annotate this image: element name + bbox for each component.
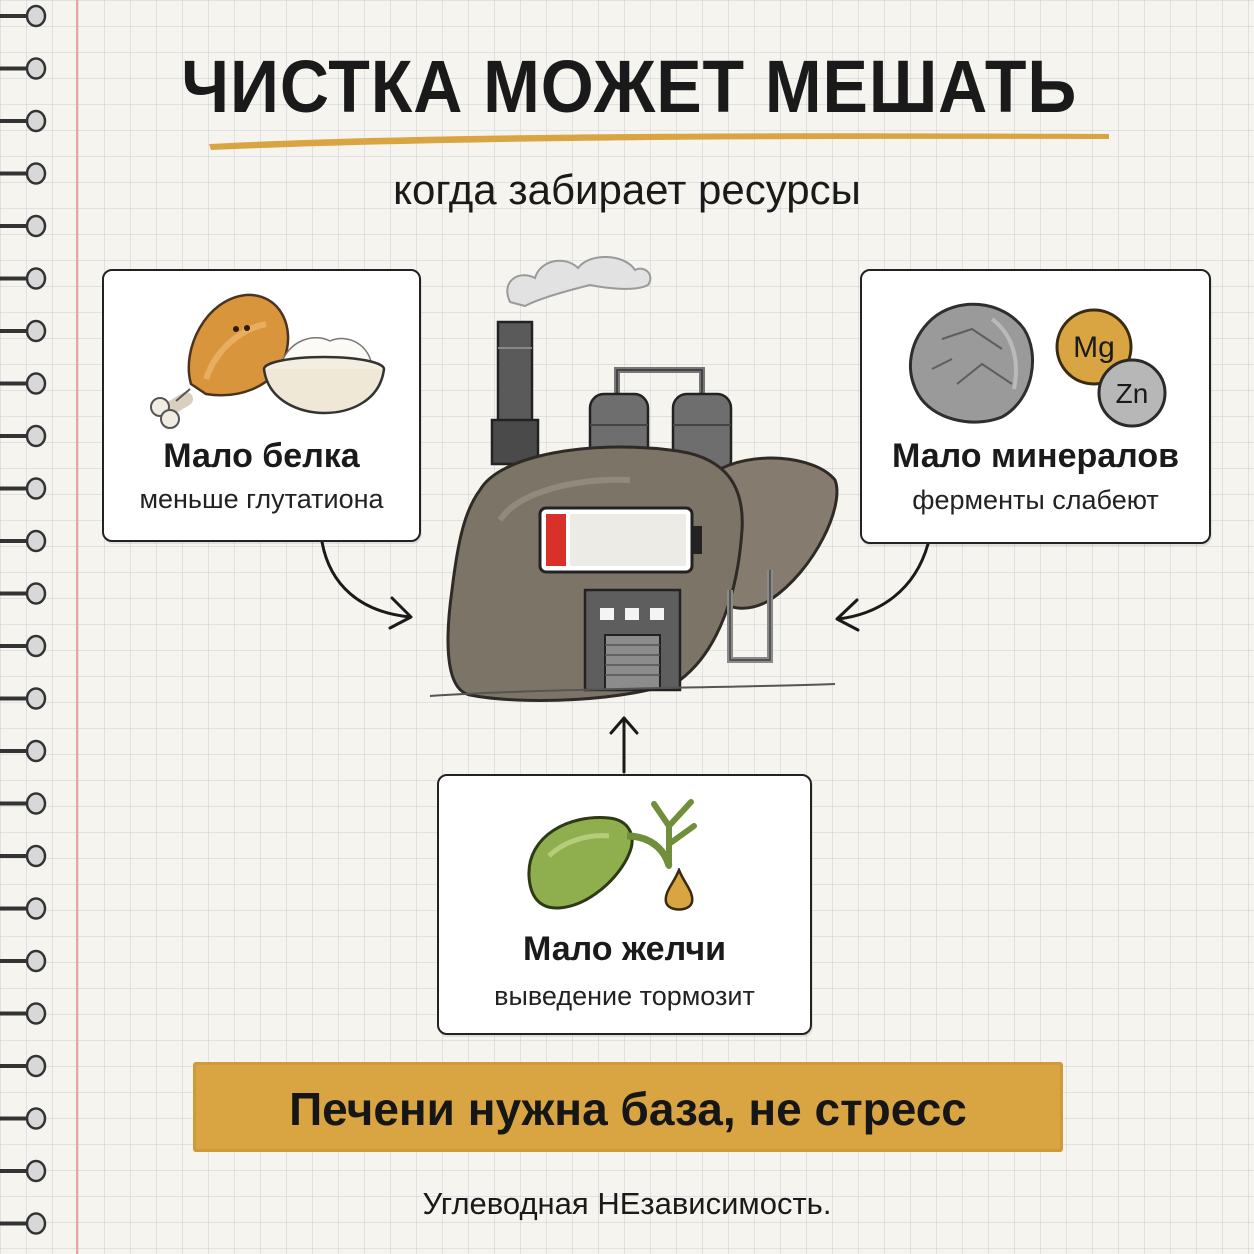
card-minerals: Mg Zn Мало минералов ферменты слабеют — [860, 269, 1211, 544]
card-bile: Мало желчи выведение тормозит — [437, 774, 812, 1035]
spiral-ring-icon — [0, 57, 47, 80]
rice-bowl-icon — [262, 337, 386, 415]
card-minerals-subtitle: ферменты слабеют — [912, 485, 1159, 515]
spiral-ring-icon — [0, 1212, 47, 1235]
spiral-ring-icon — [0, 109, 47, 133]
title-underline — [209, 133, 1109, 150]
notebook-margin-line — [76, 0, 78, 1254]
zn-label: Zn — [1116, 378, 1149, 409]
card-bile-subtitle: выведение тормозит — [494, 981, 755, 1011]
spiral-ring-icon — [0, 634, 47, 658]
spiral-ring-icon — [0, 844, 47, 868]
mg-label: Mg — [1073, 331, 1115, 364]
card-minerals-title: Мало минералов — [891, 437, 1179, 475]
arrow-icon — [609, 716, 639, 735]
card-protein-title: Мало белка — [163, 437, 360, 475]
arrow-icon — [836, 542, 930, 621]
arrow-icon — [835, 598, 860, 632]
spiral-ring-icon — [0, 897, 47, 920]
spiral-ring-icon — [0, 582, 47, 605]
liver-factory-icon — [430, 255, 839, 702]
spiral-ring-icon — [0, 214, 47, 238]
gallbladder-icon — [527, 799, 697, 910]
rock-icon — [909, 302, 1035, 424]
spiral-binding-icon — [0, 4, 47, 1235]
spiral-ring-icon — [0, 1159, 47, 1183]
bile-drop-icon — [664, 868, 694, 911]
spiral-ring-icon — [0, 424, 47, 448]
spiral-ring-icon — [0, 949, 47, 973]
spiral-ring-icon — [0, 529, 47, 553]
arrow-icon — [320, 540, 412, 619]
banner-text: Печени нужна база, не стресс — [289, 1083, 967, 1135]
spiral-ring-icon — [0, 477, 47, 500]
spiral-ring-icon — [0, 739, 47, 763]
battery-low-icon — [538, 506, 702, 574]
card-protein: Мало белка меньше глутатиона — [102, 269, 421, 542]
spiral-ring-icon — [0, 372, 47, 395]
spiral-ring-icon — [0, 267, 47, 290]
zn-coin-icon: Zn — [1097, 358, 1167, 428]
spiral-ring-icon — [0, 792, 47, 815]
card-bile-title: Мало желчи — [523, 930, 726, 968]
spiral-ring-icon — [0, 1002, 47, 1025]
footer-signature: Углеводная НЕзависимость. — [422, 1186, 832, 1221]
page-title: ЧИСТКА МОЖЕТ МЕШАТЬ — [181, 45, 1078, 128]
spiral-ring-icon — [0, 1054, 47, 1078]
spiral-ring-icon — [0, 319, 47, 343]
bottom-banner: Печени нужна база, не стресс — [193, 1062, 1063, 1152]
page-subtitle: когда забирает ресурсы — [393, 166, 861, 213]
card-protein-subtitle: меньше глутатиона — [139, 484, 384, 514]
arrow-icon — [388, 596, 413, 630]
spiral-ring-icon — [0, 4, 47, 28]
spiral-ring-icon — [0, 1107, 47, 1130]
spiral-ring-icon — [0, 162, 47, 185]
spiral-ring-icon — [0, 687, 47, 710]
